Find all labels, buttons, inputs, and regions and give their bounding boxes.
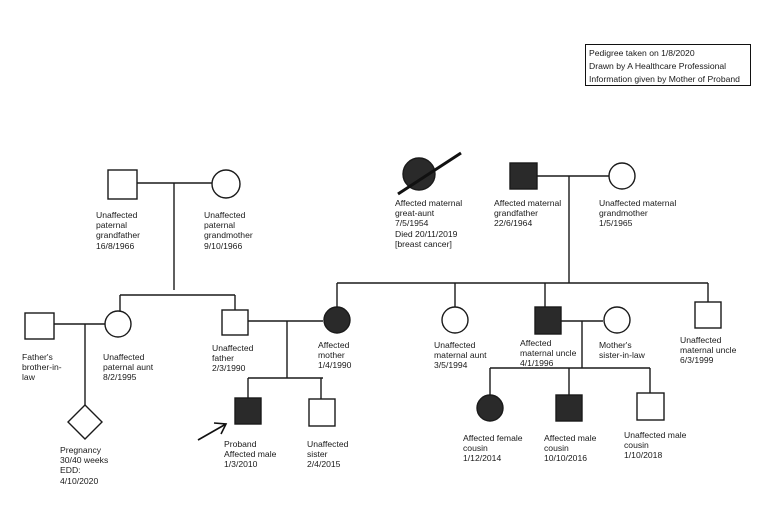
mat-grandfather-label: Affected maternal grandfather 22/6/1964 (494, 198, 562, 229)
pregnancy-label: Pregnancy 30/40 weeks EDD: 4/10/2020 (60, 445, 109, 486)
proband-label: Proband Affected male 1/3/2010 (224, 439, 277, 470)
pat-grandmother-symbol (211, 169, 241, 199)
mat-uncle-unaffected-symbol (694, 301, 722, 329)
cousin-male-affected-label: Affected male cousin 10/10/2016 (544, 433, 597, 464)
proband-arrow (197, 423, 227, 441)
pedigree-lines (54, 175, 709, 405)
pat-grandfather-symbol (107, 169, 138, 200)
pat-grandfather-label: Unaffected paternal grandfather 16/8/196… (96, 210, 140, 251)
mat-grandmother-label: Unaffected maternal grandmother 1/5/1965 (599, 198, 677, 229)
mat-grandfather-symbol (509, 162, 538, 190)
proband-symbol (234, 397, 262, 425)
cousin-female-symbol (476, 394, 504, 422)
fathers-brother-in-law-symbol (24, 312, 55, 340)
father-label: Unaffected father 2/3/1990 (212, 343, 254, 374)
pat-grandmother-label: Unaffected paternal grandmother 9/10/196… (204, 210, 253, 251)
father-symbol (221, 309, 249, 336)
proband-arrowhead (213, 422, 228, 435)
mat-aunt-symbol (441, 306, 469, 334)
pedigree-info-box: Pedigree taken on 1/8/2020 Drawn by A He… (585, 44, 751, 86)
pregnancy-symbol (67, 404, 103, 440)
deceased-slash (397, 151, 462, 196)
mothers-sister-in-law-label: Mother's sister-in-law (599, 340, 645, 361)
pat-aunt-symbol (104, 310, 132, 338)
mat-great-aunt-symbol (402, 157, 436, 191)
mat-uncle-affected-symbol (534, 306, 562, 335)
cousin-female-label: Affected female cousin 1/12/2014 (463, 433, 523, 464)
mat-grandmother-symbol (608, 162, 636, 190)
info-line-3: Information given by Mother of Proband (589, 74, 740, 84)
cousin-male-affected-symbol (555, 394, 583, 422)
fathers-brother-in-law-label: Father's brother-in- law (22, 352, 62, 383)
info-line-1: Pedigree taken on 1/8/2020 (589, 48, 695, 58)
sister-symbol (308, 398, 336, 427)
mat-uncle-affected-label: Affected maternal uncle 4/1/1996 (520, 338, 577, 369)
sister-label: Unaffected sister 2/4/2015 (307, 439, 349, 470)
mat-uncle-unaffected-label: Unaffected maternal uncle 6/3/1999 (680, 335, 737, 366)
info-line-2: Drawn by A Healthcare Professional (589, 61, 727, 71)
cousin-male-unaffected-symbol (636, 392, 665, 421)
mat-great-aunt-label: Affected maternal great-aunt 7/5/1954 Di… (395, 198, 463, 249)
mother-symbol (323, 306, 351, 334)
pat-aunt-label: Unaffected paternal aunt 8/2/1995 (103, 352, 154, 383)
cousin-male-unaffected-label: Unaffected male cousin 1/10/2018 (624, 430, 687, 461)
mothers-sister-in-law-symbol (603, 306, 631, 334)
mother-label: Affected mother 1/4/1990 (318, 340, 352, 371)
mat-aunt-label: Unaffected maternal aunt 3/5/1994 (434, 340, 487, 371)
